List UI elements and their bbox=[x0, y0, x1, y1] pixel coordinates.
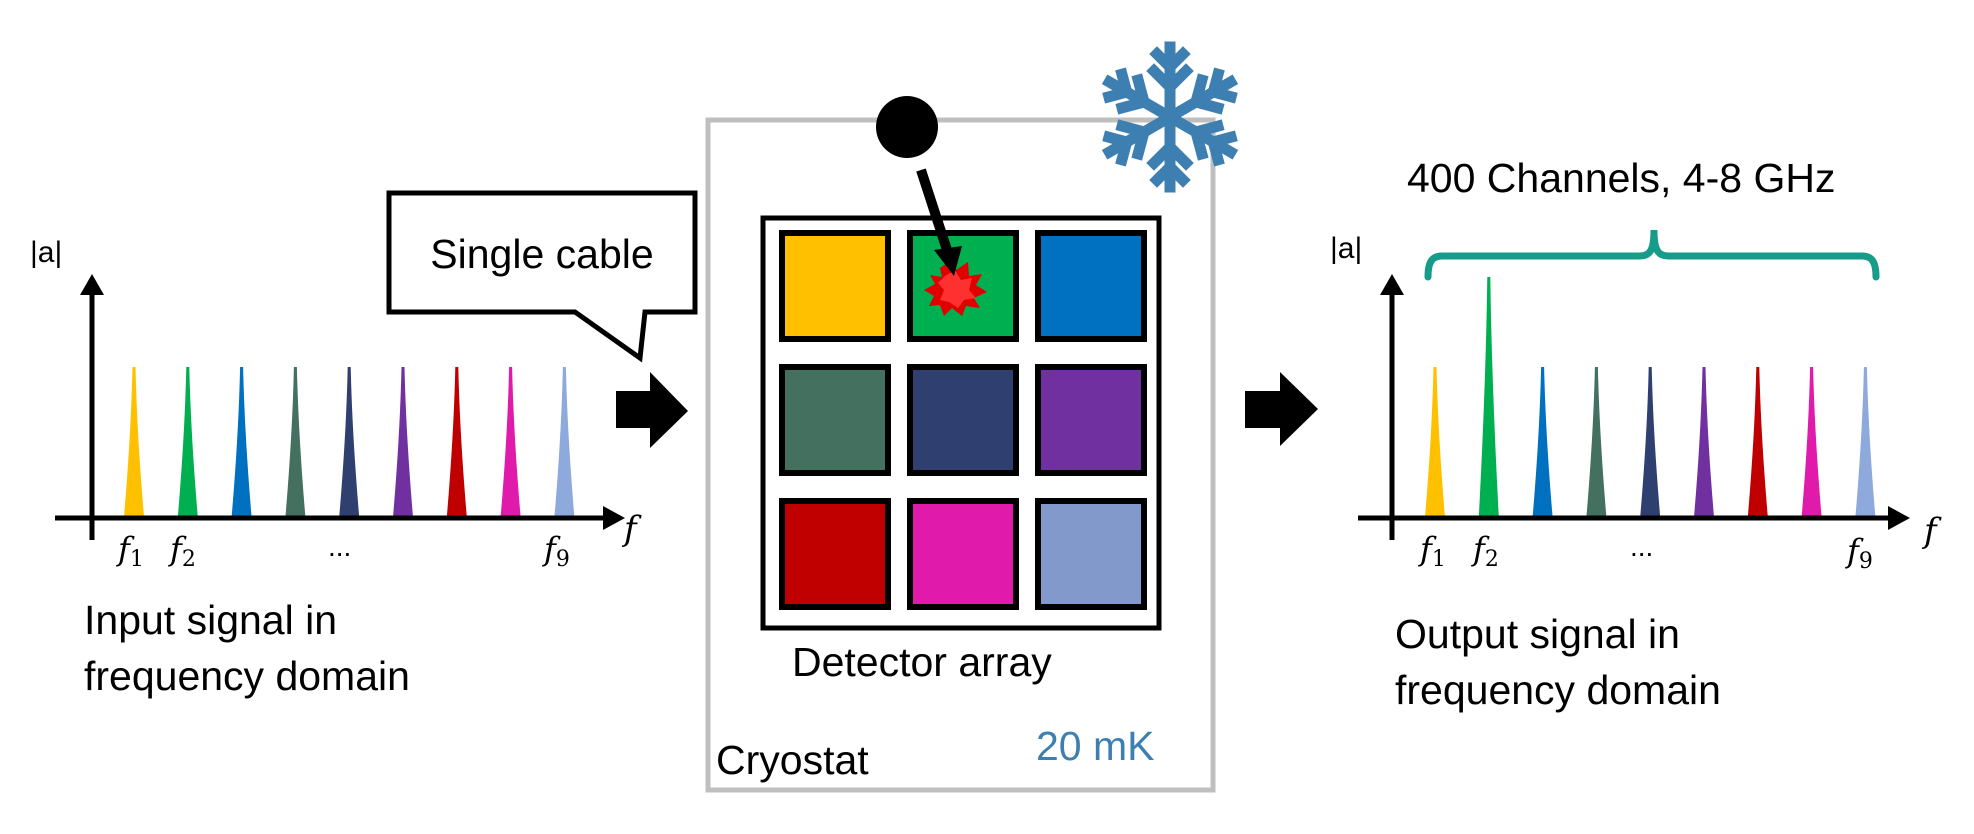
input-tick-f9: f9 bbox=[542, 530, 570, 572]
spectral-peak bbox=[1640, 367, 1661, 517]
output-block-arrow bbox=[1245, 372, 1318, 446]
callout-text: Single cable bbox=[430, 231, 653, 277]
output-x-axis-label: f bbox=[1921, 511, 1942, 551]
output-caption-line1: Output signal in bbox=[1395, 611, 1680, 657]
output-y-axis-label: |a| bbox=[1330, 232, 1362, 265]
photon-trajectory bbox=[916, 168, 953, 255]
detector-pixel bbox=[779, 230, 891, 342]
input-tick-f2: f2 bbox=[168, 530, 196, 572]
input-peaks bbox=[124, 367, 575, 517]
output-tick-f9: f9 bbox=[1845, 532, 1873, 574]
detector-pixel bbox=[779, 364, 891, 476]
detector-pixel bbox=[907, 364, 1019, 476]
spectral-peak bbox=[1694, 367, 1714, 517]
output-y-axis-arrowhead bbox=[1380, 274, 1404, 295]
spectral-peak bbox=[231, 367, 252, 517]
spectral-peak bbox=[285, 367, 306, 517]
input-caption-line1: Input signal in bbox=[84, 597, 337, 643]
spectral-peak bbox=[393, 367, 413, 517]
input-panel: |a| f f1 f2 ... f9 Input signal in frequ… bbox=[30, 236, 642, 699]
detector-pixel bbox=[907, 498, 1019, 610]
input-caption-line2: frequency domain bbox=[84, 653, 410, 699]
output-panel: 400 Channels, 4-8 GHz |a| f f1 f2 ... f9… bbox=[1330, 155, 1942, 713]
detector-pixel bbox=[1035, 364, 1147, 476]
photon-particle bbox=[876, 96, 938, 158]
spectral-peak bbox=[500, 367, 521, 517]
detector-pixel bbox=[1035, 498, 1147, 610]
snowflake-icon bbox=[1101, 41, 1239, 193]
photon-trajectory-arrowhead bbox=[934, 246, 962, 276]
callout-bubble bbox=[386, 190, 698, 363]
detector-array-label: Detector array bbox=[792, 639, 1052, 685]
input-y-axis-label: |a| bbox=[30, 236, 62, 269]
detector-pixel bbox=[779, 498, 891, 610]
input-tick-ellipsis: ... bbox=[328, 531, 351, 562]
photon-hit-splash bbox=[924, 260, 987, 316]
spectral-peak bbox=[1586, 367, 1607, 517]
spectral-peak bbox=[1425, 367, 1445, 517]
output-x-axis-arrowhead bbox=[1888, 506, 1910, 530]
output-peaks bbox=[1425, 277, 1876, 517]
channel-bracket-label: 400 Channels, 4-8 GHz bbox=[1407, 155, 1835, 201]
spectral-peak bbox=[1801, 367, 1822, 517]
spectral-peak bbox=[1855, 367, 1876, 517]
input-x-axis-arrowhead bbox=[603, 506, 625, 530]
input-tick-f1: f1 bbox=[116, 530, 144, 572]
spectral-peak bbox=[124, 367, 144, 517]
spectral-peak bbox=[554, 367, 575, 517]
output-tick-f2: f2 bbox=[1471, 530, 1499, 572]
output-tick-ellipsis: ... bbox=[1630, 531, 1653, 562]
input-y-axis-arrowhead bbox=[80, 274, 104, 295]
temperature-label: 20 mK bbox=[1036, 723, 1155, 769]
output-caption-line2: frequency domain bbox=[1395, 667, 1721, 713]
single-cable-callout: Single cable bbox=[386, 190, 698, 363]
spectral-peak bbox=[1532, 367, 1553, 517]
channel-bracket bbox=[1424, 229, 1880, 281]
spectral-peak bbox=[1747, 367, 1768, 517]
spectral-peak bbox=[339, 367, 360, 517]
input-x-axis-label: f bbox=[621, 509, 642, 549]
output-tick-f1: f1 bbox=[1418, 530, 1446, 572]
cryostat-label: Cryostat bbox=[716, 737, 869, 783]
spectral-peak bbox=[177, 367, 198, 517]
detector-pixels bbox=[779, 230, 1147, 610]
detector-pixel bbox=[1035, 230, 1147, 342]
input-block-arrow bbox=[616, 372, 688, 448]
cryostat: Detector array Cryostat 20 mK bbox=[705, 41, 1239, 793]
spectral-peak bbox=[1478, 277, 1499, 517]
spectral-peak bbox=[446, 367, 467, 517]
